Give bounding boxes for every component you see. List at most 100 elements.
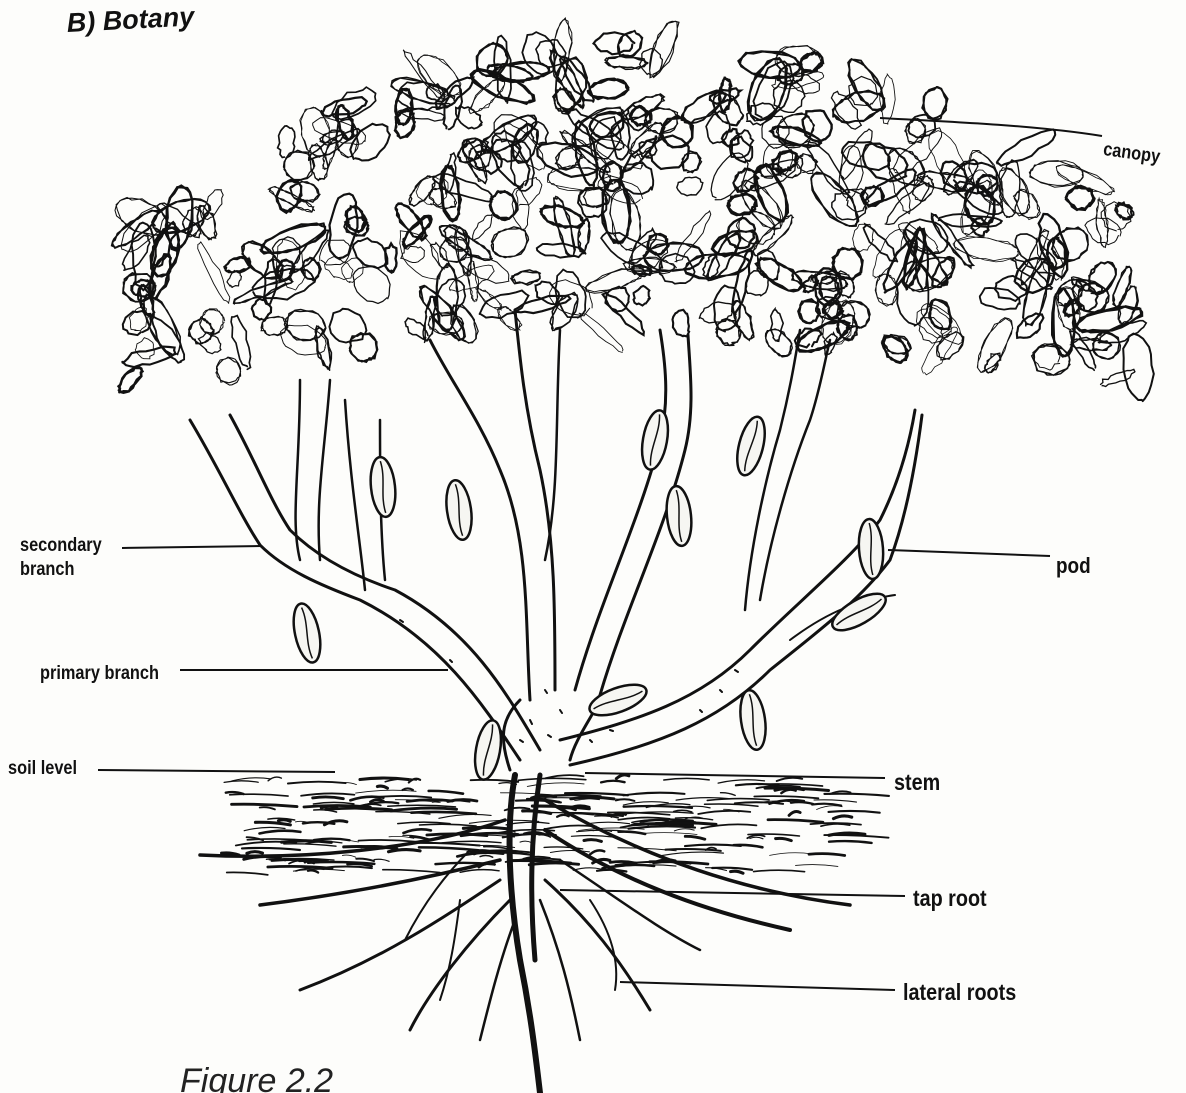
soil-stroke	[768, 820, 823, 823]
canopy-scribble	[516, 178, 542, 206]
soil-stroke	[584, 840, 601, 842]
soil-stroke	[814, 800, 857, 802]
soil-stroke	[308, 862, 374, 864]
canopy-scribble	[320, 240, 352, 265]
canopy-scribble	[409, 176, 435, 206]
canopy-scribble	[980, 288, 1020, 310]
canopy-scribble	[1115, 202, 1134, 219]
canopy-scribble	[677, 177, 703, 196]
soil-stroke	[735, 802, 783, 804]
soil-stroke	[588, 822, 630, 824]
soil-stroke	[460, 870, 499, 873]
canopy-scribble	[594, 32, 635, 54]
soil-stroke	[518, 778, 586, 780]
soil-stroke	[824, 835, 888, 838]
soil-stroke	[288, 782, 346, 784]
canopy-scribble	[634, 286, 650, 306]
figure-caption: Figure 2.2	[180, 1062, 333, 1093]
soil-stroke	[644, 833, 697, 835]
canopy-scribble	[491, 227, 528, 258]
canopy-scribble	[579, 313, 623, 352]
seed-pod	[289, 601, 325, 665]
soil-stroke	[391, 808, 457, 811]
soil-stroke	[791, 802, 813, 804]
soil-stroke	[313, 797, 344, 799]
seed-pods	[289, 408, 891, 781]
seed-pod	[732, 414, 770, 478]
canopy-scribble	[261, 316, 288, 335]
canopy-scribble	[1093, 332, 1121, 359]
soil-stroke	[590, 850, 604, 854]
soil-stroke	[398, 822, 450, 824]
canopy-scribble	[985, 353, 1002, 373]
soil-stroke	[557, 815, 569, 817]
soil-stroke	[776, 838, 792, 840]
soil-stroke	[374, 859, 389, 861]
canopy-scribble	[841, 129, 872, 179]
canopy-scribble	[603, 293, 644, 335]
canopy-scribble	[1123, 334, 1154, 402]
label-pod: pod	[1056, 552, 1091, 580]
canopy-scribble	[122, 347, 175, 368]
soil-stroke	[420, 824, 477, 826]
soil-stroke	[308, 870, 318, 872]
soil-stroke	[389, 850, 421, 852]
soil-level-hatching	[222, 775, 889, 875]
soil-stroke	[383, 870, 440, 873]
canopy-scribble	[152, 317, 184, 363]
soil-stroke	[356, 790, 417, 793]
canopy-scribble	[762, 116, 789, 148]
canopy-scribble	[771, 309, 784, 341]
soil-stroke	[326, 808, 392, 810]
canopy-scribble	[135, 338, 154, 359]
soil-stroke	[403, 788, 413, 790]
canopy-scribble	[119, 367, 143, 393]
soil-stroke	[624, 806, 692, 808]
canopy-scribble	[123, 235, 150, 270]
canopy-scribble	[476, 288, 502, 310]
soil-stroke	[736, 784, 779, 786]
soil-stroke	[698, 811, 750, 814]
soil-stroke	[619, 832, 646, 834]
canopy-scribble	[1101, 369, 1135, 386]
canopy-scribble	[997, 130, 1055, 166]
soil-stroke	[674, 829, 694, 831]
canopy-scribble	[467, 261, 478, 302]
canopy-scribble	[1085, 218, 1121, 245]
soil-stroke	[529, 863, 578, 865]
soil-stroke	[685, 845, 741, 847]
seed-pod	[857, 518, 885, 580]
soil-stroke	[829, 811, 880, 813]
soil-stroke	[377, 786, 387, 788]
soil-stroke	[544, 825, 596, 829]
soil-stroke	[224, 781, 258, 783]
soil-stroke	[789, 811, 800, 815]
soil-stroke	[616, 799, 635, 801]
canopy-scribble	[397, 82, 444, 110]
canopy-scribble	[588, 79, 629, 99]
label-stem: stem	[894, 768, 940, 797]
soil-stroke	[242, 848, 300, 850]
soil-stroke	[230, 794, 288, 796]
canopy-scribble	[732, 301, 754, 341]
canopy-scribble	[922, 87, 947, 120]
soil-stroke	[480, 856, 493, 858]
label-tap-root: tap root	[913, 884, 987, 913]
canopy-scribble	[290, 181, 320, 202]
canopy-scribble	[353, 238, 388, 268]
soil-stroke	[404, 829, 431, 833]
soil-stroke	[429, 791, 463, 794]
soil-stroke	[301, 793, 354, 795]
soil-stroke	[777, 778, 803, 781]
seed-pod	[471, 718, 505, 781]
soil-stroke	[601, 781, 625, 783]
canopy-scribble	[329, 309, 366, 343]
soil-stroke	[342, 855, 355, 857]
soil-stroke	[824, 794, 889, 796]
soil-stroke	[227, 872, 268, 875]
canopy-scribble	[471, 69, 535, 104]
soil-stroke	[356, 859, 374, 862]
soil-stroke	[718, 780, 764, 783]
soil-stroke	[661, 852, 724, 856]
